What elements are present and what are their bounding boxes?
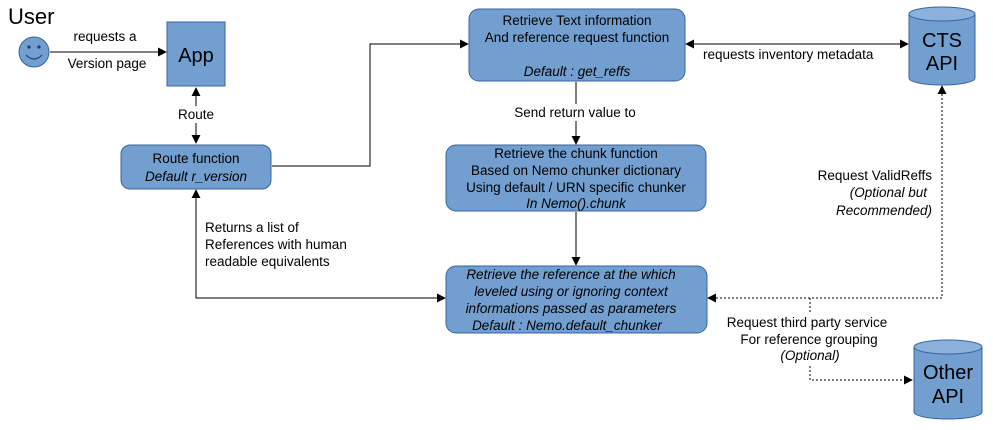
retrieve-chunk-line1: Retrieve the chunk function [494,146,658,161]
retrieve-reference-line1: Retrieve the reference at the which [466,267,675,282]
edge-label-requests-a: requests a [73,29,137,44]
retrieve-chunk-line2: Based on Nemo chunker dictionary [471,163,681,178]
route-function-title: Route function [152,151,239,166]
edge-label-third-party-1: Request third party service [727,315,888,330]
edge-route-to-retrieve-text [272,39,469,167]
edge-label-third-party-3: (Optional) [780,348,839,363]
route-function-node: Route function Default r_version [120,144,272,190]
edge-label-validreffs-2: (Optional but [850,185,929,200]
retrieve-reference-line3: informations passed as parameters [466,301,677,316]
smiley-face-icon [18,36,50,68]
edge-route-reference [191,189,446,303]
retrieve-chunk-line4: In Nemo().chunk [526,196,627,211]
retrieve-chunk-line3: Using default / URN specific chunker [466,180,686,195]
retrieve-text-line1: Retrieve Text information [502,13,651,28]
edge-labels: requests a Version page Route requests i… [68,29,933,365]
retrieve-text-line2: And reference request function [485,30,670,45]
edge-label-returns-3: readable equivalents [205,254,330,269]
cts-api-line1: CTS [922,30,962,52]
edge-label-validreffs-3: Recommended) [836,203,932,218]
app-label: App [178,45,214,67]
edge-label-send-return: Send return value to [514,105,636,120]
retrieve-chunk-node: Retrieve the chunk function Based on Nem… [445,144,707,212]
cts-api-line2: API [926,53,958,75]
retrieve-reference-line4: Default : Nemo.default_chunker [472,318,662,333]
app-node: App [166,21,226,87]
edge-label-validreffs-1: Request ValidReffs [818,168,933,183]
edge-label-third-party-2: For reference grouping [740,332,877,347]
edge-label-version-page: Version page [68,56,147,71]
other-api-line1: Other [923,362,973,384]
retrieve-text-node: Retrieve Text information And reference … [468,8,686,82]
user-title: User [8,4,54,29]
edge-label-route: Route [178,107,214,122]
edge-reference-cts-dotted [707,85,947,303]
retrieve-reference-line2: leveled using or ignoring context [474,284,669,299]
cts-api-node: CTS API [908,6,976,86]
user-actor: User [8,4,54,68]
edge-label-returns-2: References with human [205,237,347,252]
retrieve-text-default: Default : get_reffs [524,64,631,79]
retrieve-reference-node: Retrieve the reference at the which leve… [445,265,708,334]
edge-reference-other-dotted [809,298,913,385]
edge-label-inventory: requests inventory metadata [703,47,874,62]
other-api-line2: API [932,386,964,408]
route-function-default: Default r_version [145,169,247,184]
other-api-node: Other API [913,339,983,420]
edge-label-returns-1: Returns a list of [205,220,299,235]
